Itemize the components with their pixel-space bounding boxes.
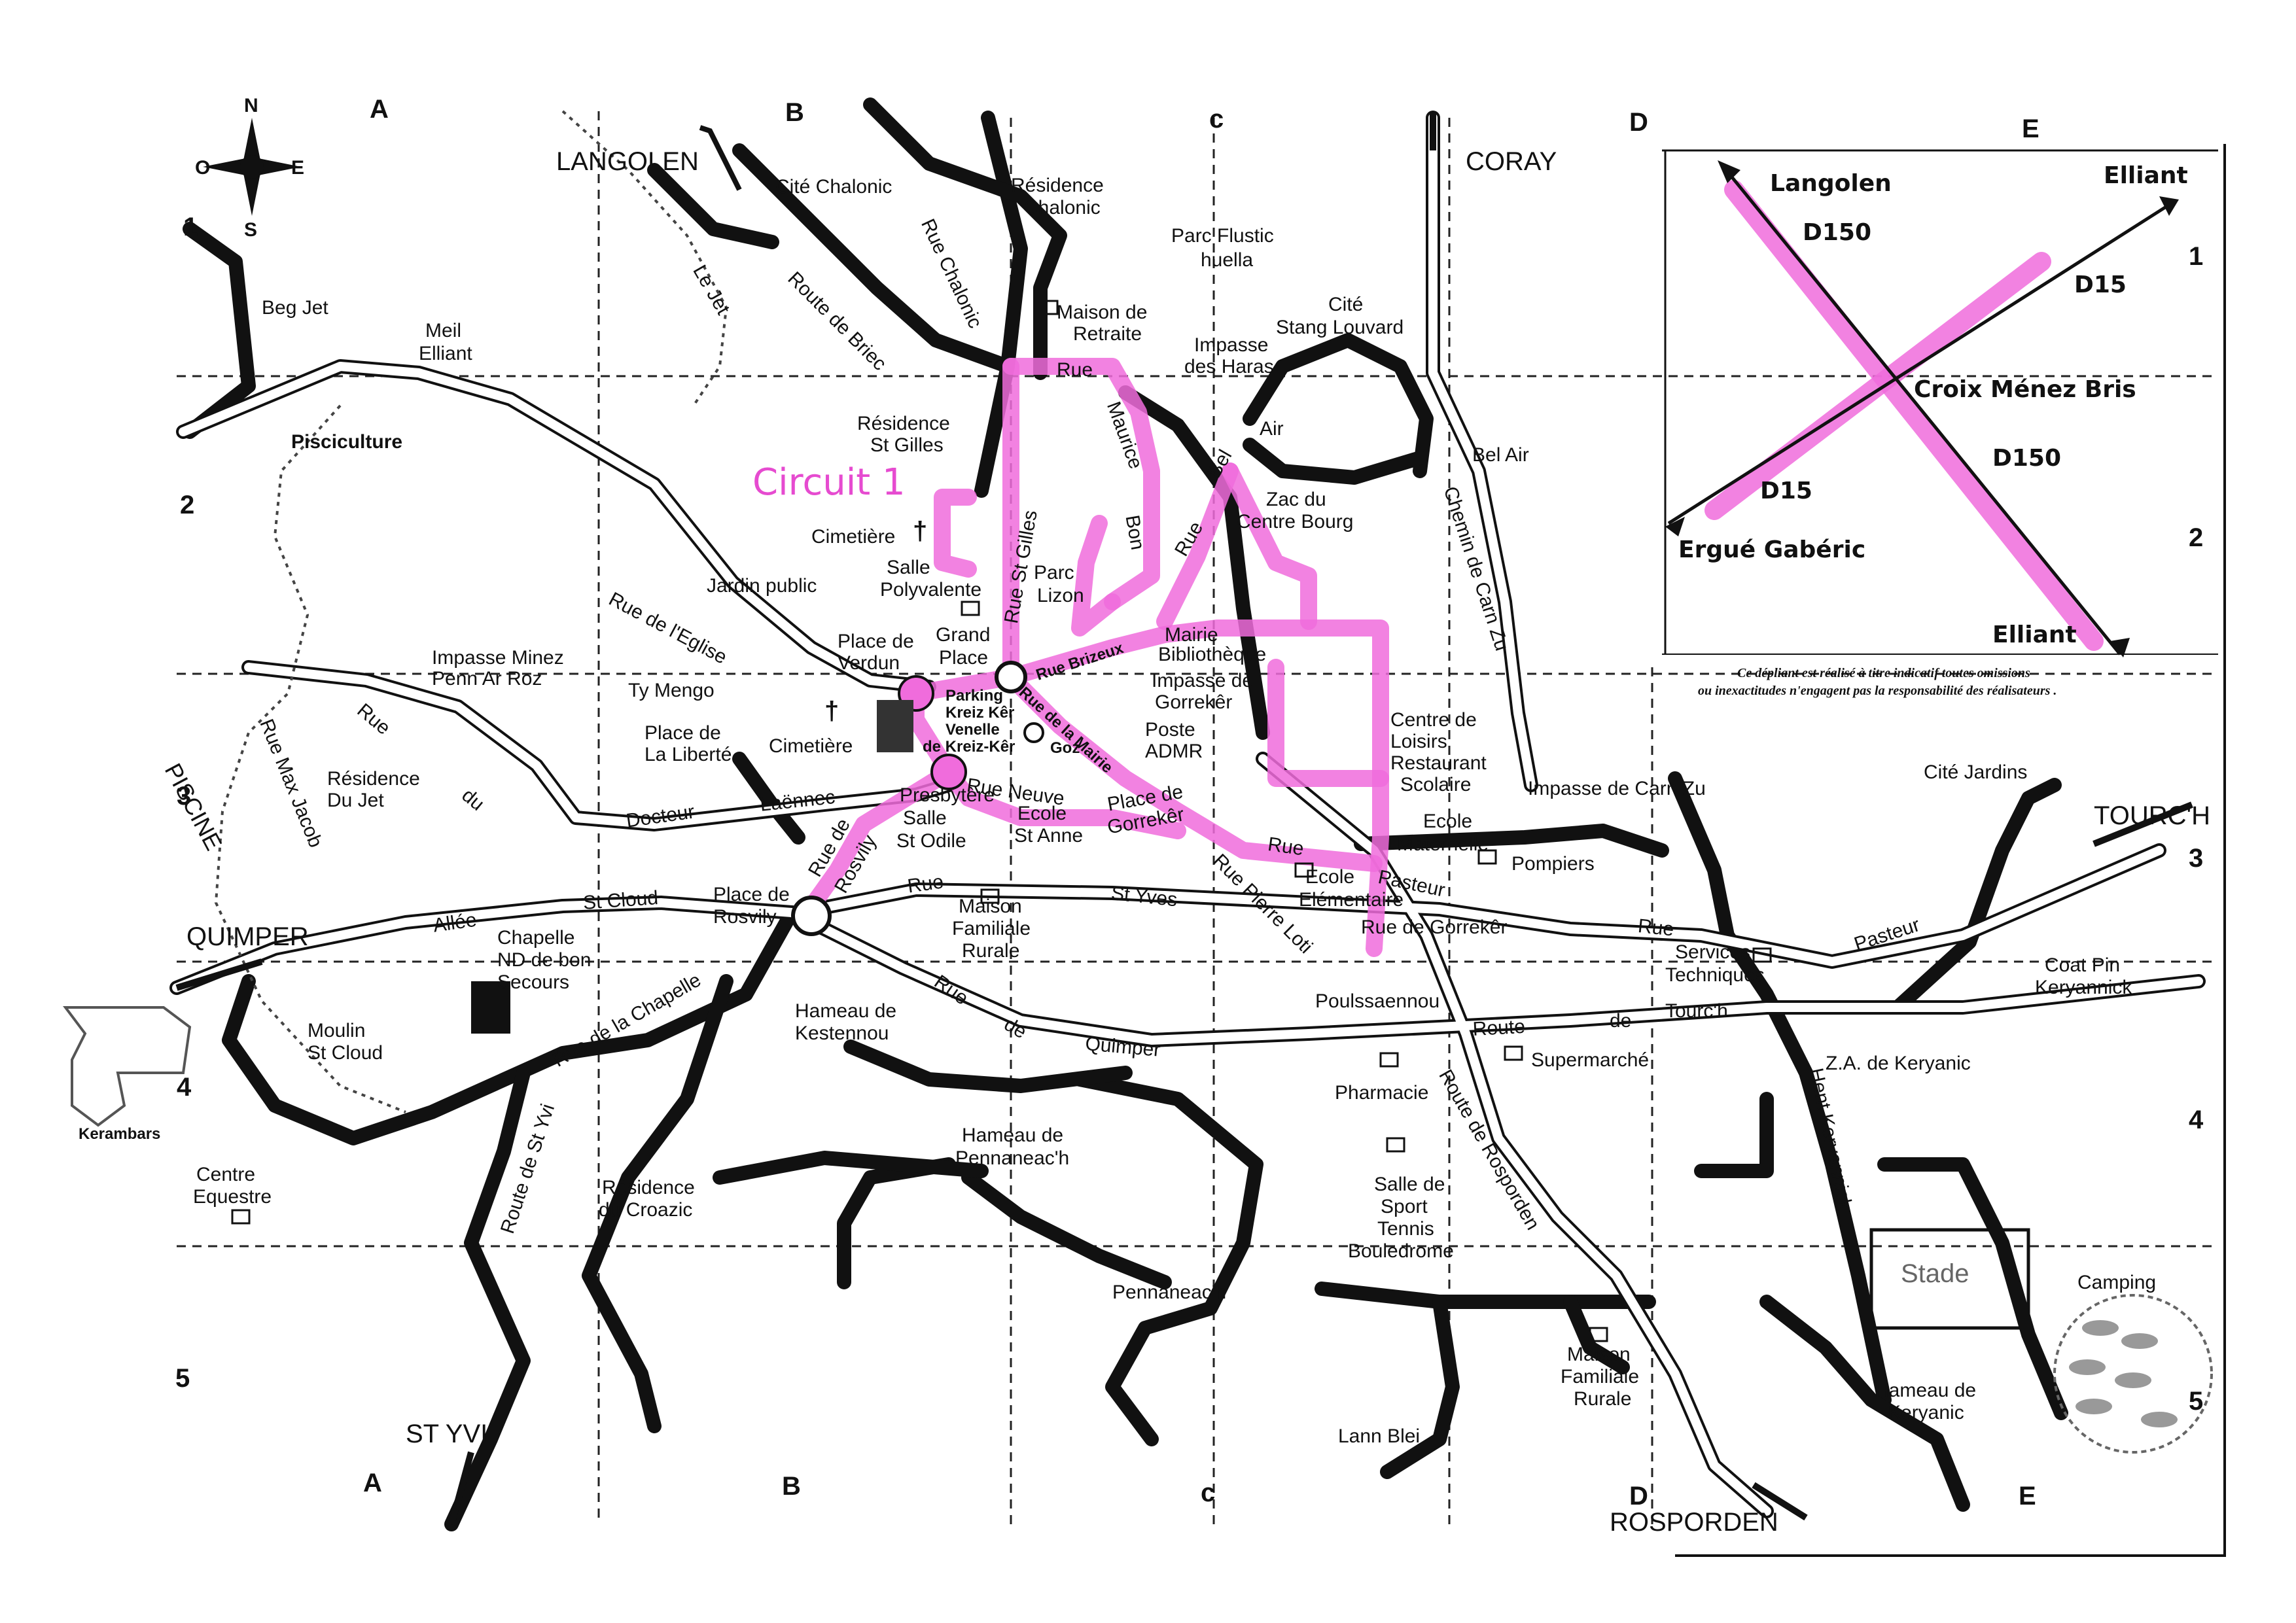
- compass-rose: [203, 118, 301, 216]
- map-frame: [59, 65, 2244, 1563]
- kerambars-outline: [63, 1006, 192, 1127]
- building-markers: [231, 300, 1772, 1342]
- circuit-1-route: [796, 358, 1389, 957]
- camping-tents: [2069, 1320, 2178, 1427]
- camping-area: [2053, 1294, 2213, 1454]
- river-piscine: [214, 404, 406, 1113]
- church-chapelle-icon: [471, 981, 510, 1034]
- church-verdun-icon: [877, 700, 913, 752]
- river-le-jet: [561, 110, 728, 407]
- direction-arrows: [175, 111, 2193, 1526]
- inset-croix-menez-bris: [1662, 149, 2218, 657]
- stade-field: [1869, 1228, 2030, 1330]
- road-network: [169, 97, 2206, 1531]
